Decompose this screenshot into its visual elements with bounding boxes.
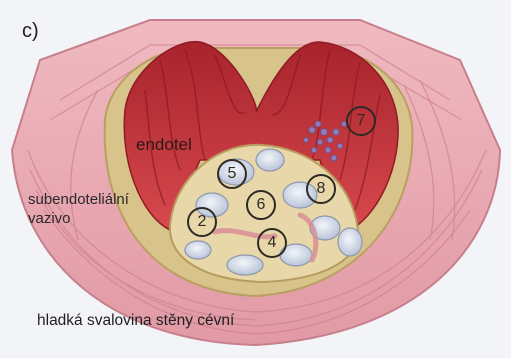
marker-5: 5 — [217, 159, 247, 189]
label-subendothelial-line2: vazivo — [28, 209, 129, 228]
marker-8: 8 — [306, 174, 336, 204]
label-subendothelial-line1: subendoteliální — [28, 190, 129, 209]
marker-4: 4 — [257, 228, 287, 258]
marker-2: 2 — [187, 207, 217, 237]
marker-6: 6 — [246, 190, 276, 220]
label-endothelium: endotel — [136, 135, 192, 155]
label-subendothelial-tissue: subendoteliální vazivo — [28, 190, 129, 228]
label-smooth-muscle: hladká svalovina stěny cévní — [37, 312, 234, 330]
panel-letter: c) — [22, 20, 39, 43]
marker-7: 7 — [346, 106, 376, 136]
